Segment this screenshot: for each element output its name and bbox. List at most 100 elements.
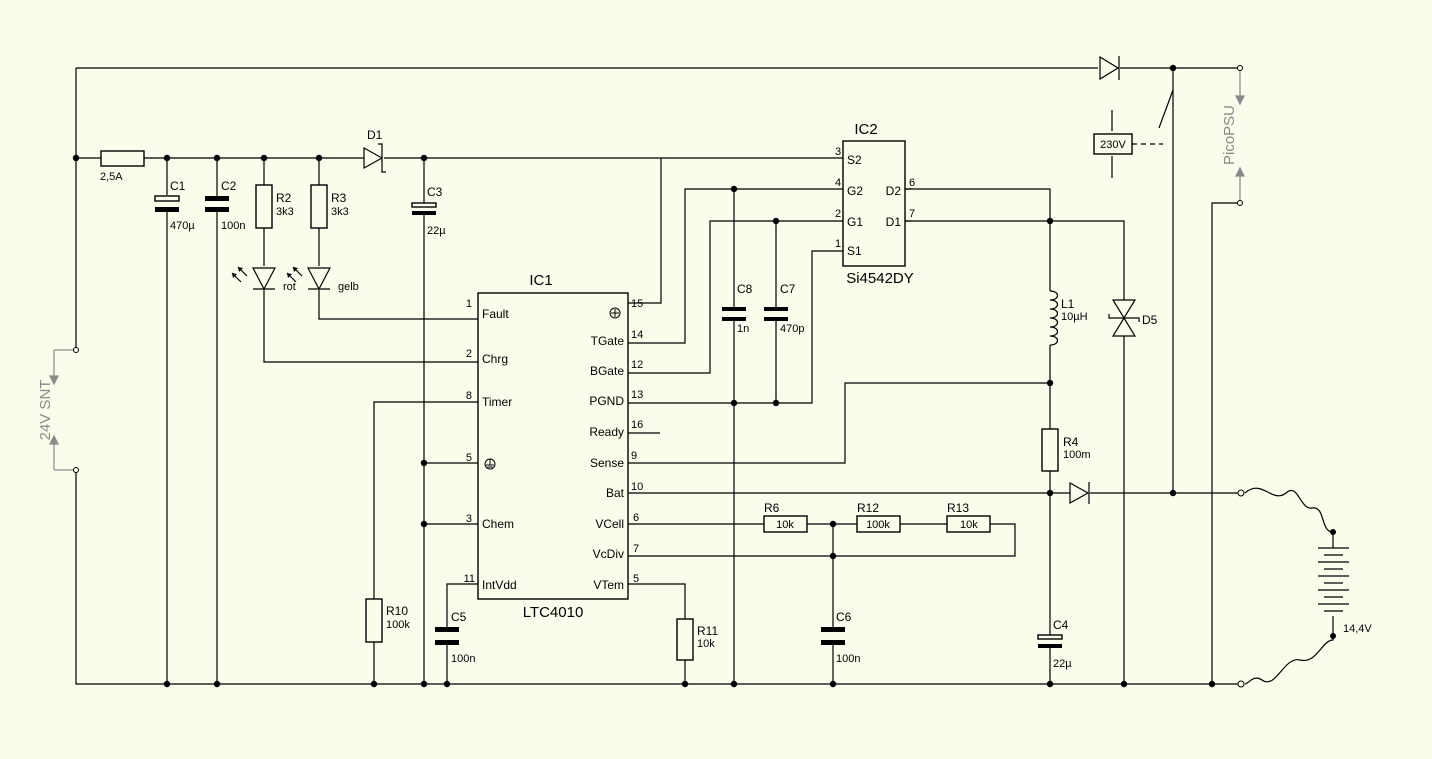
r12-value: 100k [866, 519, 890, 531]
c2-ref: C2 [221, 179, 237, 193]
ic2-pin-num: 4 [835, 177, 841, 189]
c5-value: 100n [451, 653, 475, 665]
r11-value: 10k [697, 638, 715, 650]
led-red: rot [231, 266, 296, 293]
ic1-pin-name: Sense [590, 456, 624, 470]
ic1-pin-num: 8 [466, 390, 472, 402]
ic2-pin-name: G2 [847, 184, 863, 198]
l1-ref: L1 [1061, 297, 1075, 311]
r10-ref: R10 [386, 604, 408, 618]
capacitor-c3: C3 22µ [411, 185, 446, 237]
c3-ref: C3 [427, 185, 443, 199]
c5-ref: C5 [451, 610, 467, 624]
ic1-pin-name: VcDiv [593, 547, 624, 561]
ic1-pin-name: Bat [606, 486, 625, 500]
r3-value: 3k3 [331, 206, 349, 218]
r4-value: 100m [1063, 449, 1091, 461]
ic1-pin-name: VCell [595, 517, 624, 531]
capacitor-c1: C1 470µ [154, 179, 195, 232]
fuse: 2,5A [100, 150, 145, 183]
ic2-pin-num: 2 [835, 208, 841, 220]
ic1-pin-num: 13 [631, 389, 643, 401]
ic1-pin-name: BGate [590, 364, 624, 378]
ic2-pin-name: D1 [886, 215, 902, 229]
resistor-r11: R11 10k [676, 618, 718, 661]
led-yellow: gelb [286, 266, 359, 293]
ic1-pin-num: 16 [631, 419, 643, 431]
c8-value: 1n [737, 323, 749, 335]
c2-value: 100n [221, 220, 245, 232]
psu-connectors [49, 68, 1245, 471]
c4-value: 22µ [1053, 658, 1072, 670]
resistor-r12: R12 100k [856, 501, 901, 533]
ic1-pin-name: Ready [589, 425, 624, 439]
r6-ref: R6 [764, 501, 780, 515]
junctions [72, 64, 1216, 688]
ic1-pin-num: 5 [633, 573, 639, 585]
r2-value: 3k3 [276, 206, 294, 218]
ic1-pin-num: 15 [631, 298, 643, 310]
d1-ref: D1 [367, 128, 383, 142]
psu-output-label: PicoPSU [1221, 105, 1238, 165]
ic2-pin-num: 1 [835, 238, 841, 250]
r12-ref: R12 [857, 501, 879, 515]
r4-ref: R4 [1063, 435, 1079, 449]
resistor-r3: R3 3k3 [310, 184, 349, 229]
ic2-part: Si4542DY [846, 270, 914, 287]
ic1-pin-num: 6 [633, 512, 639, 524]
r3-ref: R3 [331, 191, 347, 205]
ic1-pin-num: 3 [466, 513, 472, 525]
ic1-part: LTC4010 [523, 604, 584, 621]
supply-symbol-icon [609, 307, 621, 319]
r11-ref: R11 [697, 624, 718, 638]
capacitor-c4: C4 22µ [1037, 618, 1072, 670]
r13-value: 10k [960, 519, 978, 531]
ic1-pin-name: Fault [482, 307, 509, 321]
c1-value: 470µ [170, 220, 195, 232]
ic1-pin-name: IntVdd [482, 578, 517, 592]
battery: 14,4V [1318, 529, 1372, 639]
ic2-pin-name: G1 [847, 215, 863, 229]
c7-value: 470p [780, 323, 804, 335]
d5-ref: D5 [1142, 313, 1158, 327]
ic2-si4542dy: IC2 Si4542DY 3 S2 4 G2 2 G1 1 S1 6 D2 7 … [835, 121, 915, 287]
ic1-pin-name: Chem [482, 517, 514, 531]
ic1-pin-name: TGate [591, 334, 625, 348]
l1-value: 10µH [1061, 311, 1088, 323]
ground-symbol-icon [484, 458, 496, 470]
capacitor-c5: C5 100n [435, 610, 475, 665]
ic2-pin-num: 3 [835, 146, 841, 158]
ic1-pin-num: 2 [466, 348, 472, 360]
ic2-pin-name: D2 [886, 184, 902, 198]
ic2-ref: IC2 [854, 121, 877, 138]
ic1-pin-name: PGND [589, 394, 624, 408]
psu-input-label: 24V SNT [37, 380, 54, 441]
ic1-ltc4010: IC1 LTC4010 1 Fault 2 Chrg 8 Timer 5 3 C… [464, 272, 644, 621]
ic1-pin-num: 10 [631, 481, 643, 493]
r10-value: 100k [386, 619, 410, 631]
c7-ref: C7 [780, 282, 796, 296]
ic2-pin-num: 7 [909, 208, 915, 220]
c8-ref: C8 [737, 282, 753, 296]
led-yellow-label: gelb [338, 281, 359, 293]
battery-value: 14,4V [1343, 623, 1372, 635]
terminals [73, 65, 1245, 688]
ic1-pin-num: 11 [464, 573, 475, 585]
ic2-pin-name: S1 [847, 244, 862, 258]
c6-value: 100n [836, 653, 860, 665]
ic1-pin-name: Chrg [482, 352, 508, 366]
capacitor-c8: C8 1n [722, 282, 753, 335]
wires [75, 67, 1334, 685]
resistor-r13: R13 10k [946, 501, 991, 533]
c3-value: 22µ [427, 225, 446, 237]
fuse-value: 2,5A [100, 171, 123, 183]
diode-d1: D1 [363, 128, 386, 173]
ic1-pin-num: 9 [631, 450, 637, 462]
c6-ref: C6 [836, 610, 852, 624]
relay-label: 230V [1100, 139, 1126, 151]
ic1-pin-num: 5 [466, 452, 472, 464]
ic1-pin-num: 1 [466, 298, 472, 310]
relay-coil: 230V [1093, 110, 1133, 178]
r13-ref: R13 [947, 501, 969, 515]
